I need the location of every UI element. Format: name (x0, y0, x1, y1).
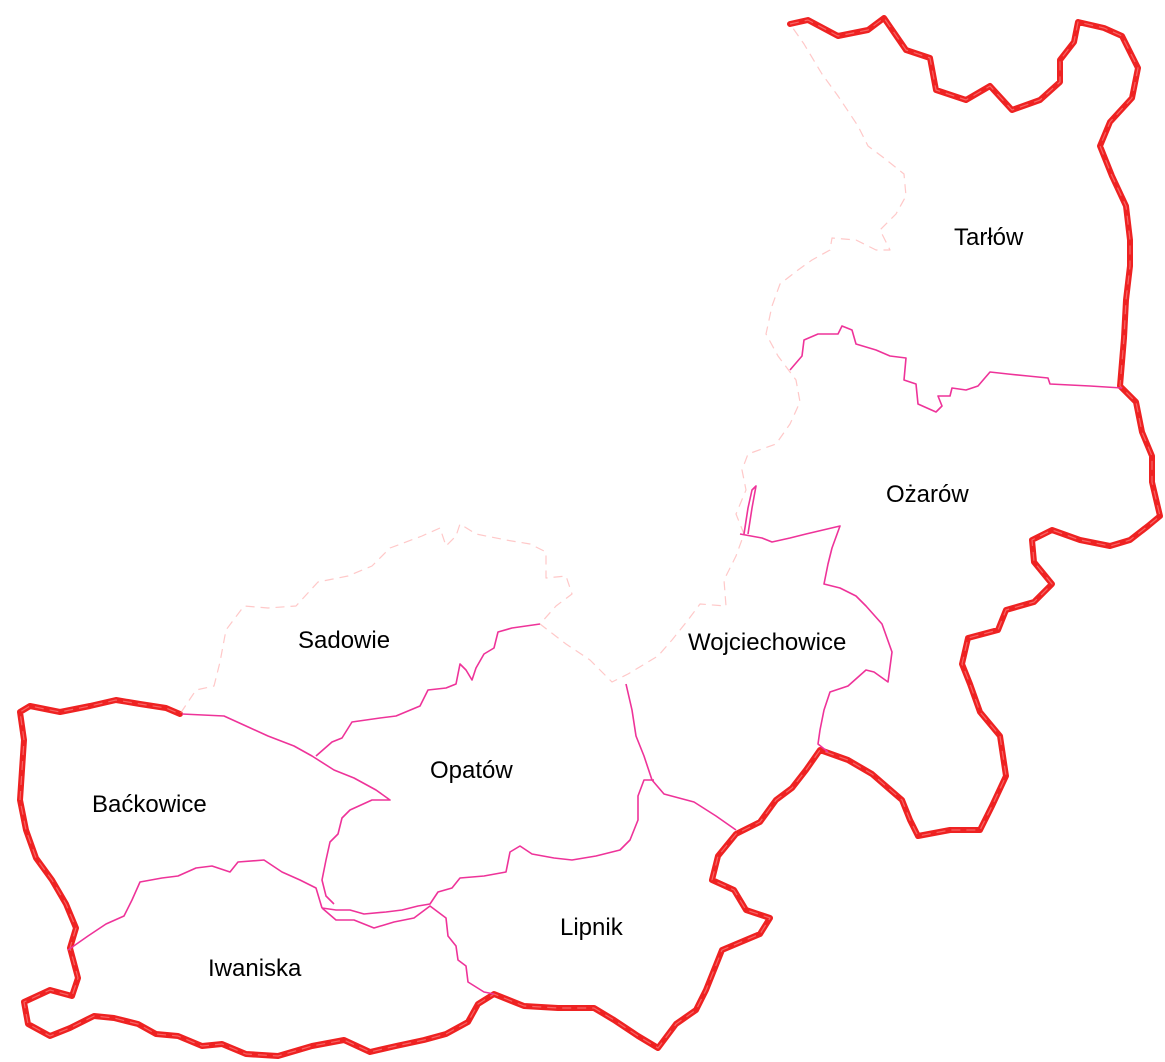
border-iwaniska-lipnik (321, 905, 495, 995)
outer-boundary-full (17, 15, 1163, 1059)
region-label-tarlow: Tarłów (954, 224, 1024, 251)
region-label-iwaniska: Iwaniska (208, 955, 302, 982)
border-sadowie-opatow (315, 623, 541, 757)
border-opatow-lipnik (321, 779, 654, 915)
region-label-lipnik: Lipnik (560, 914, 624, 941)
region-label-ozarow: Ożarów (886, 481, 969, 508)
region-label-backowice: Baćkowice (92, 791, 207, 818)
border-wojciechowice-ozarow (739, 525, 893, 753)
region-label-opatow: Opatów (430, 757, 513, 784)
region-label-wojciechowice: Wojciechowice (688, 629, 846, 656)
border-opatow-wojciechowice (625, 683, 737, 831)
border-wojciechowice-spur (743, 485, 757, 535)
inner-boundaries (67, 325, 1123, 995)
border-backowice-iwaniska (67, 859, 323, 951)
border-tarlow-ozarow (789, 325, 1123, 413)
region-label-sadowie: Sadowie (298, 627, 390, 654)
outer-boundaries (17, 15, 1163, 1059)
border-backowice-sadowie (181, 713, 391, 905)
region-labels: Tarłów Ożarów Wojciechowice Sadowie Opat… (92, 224, 1024, 982)
outer-boundary-dash-overlay (19, 17, 1161, 1057)
